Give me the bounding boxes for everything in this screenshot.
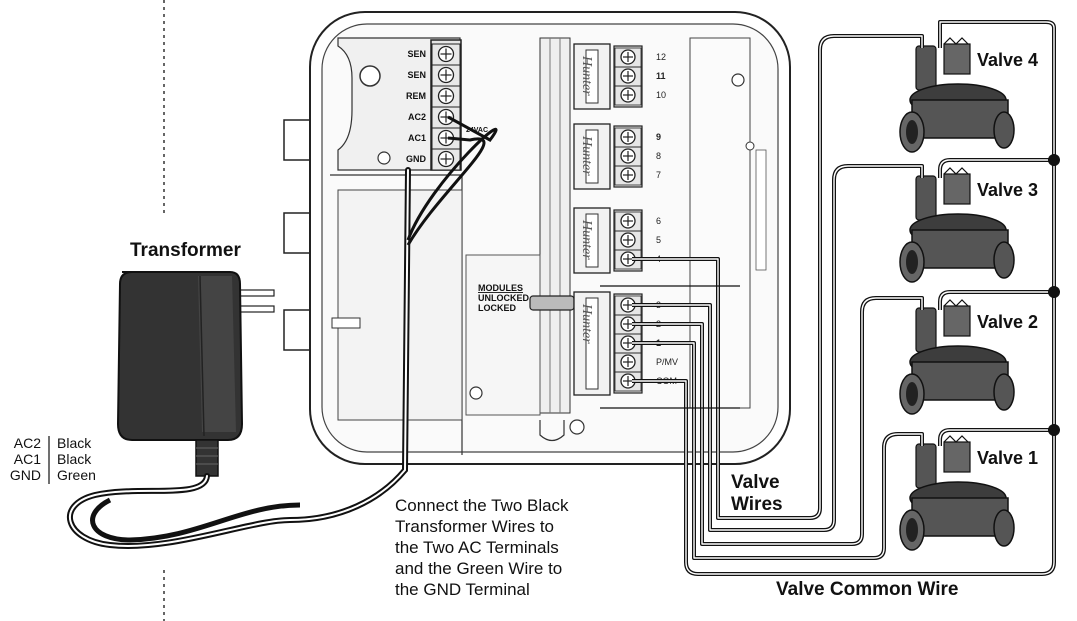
zone-label: 6 [656, 216, 661, 226]
instruction-line: Transformer Wires to [395, 517, 554, 536]
valve-label: Valve 3 [977, 180, 1038, 200]
module-brand: Hunter [579, 55, 594, 96]
flow-handle [943, 305, 971, 337]
valve: Valve 4 [899, 37, 1038, 153]
lower-bay [337, 189, 463, 421]
pipe-outlet [993, 373, 1015, 411]
zone-label: 8 [656, 151, 661, 161]
valve-body [911, 99, 1009, 139]
valve-wires-label-line1: Valve [731, 472, 780, 493]
legend-terminal: AC2 [14, 435, 41, 451]
zone-label: 9 [656, 132, 661, 142]
solenoid [915, 443, 937, 489]
valve-wires-label-line2: Wires [731, 494, 783, 515]
common-wire-label: Valve Common Wire [776, 579, 959, 600]
zone-module: Hunter 9 8 7 [573, 123, 661, 190]
transformer-title: Transformer [130, 240, 241, 261]
valve-label: Valve 4 [977, 50, 1038, 70]
module-brand: Hunter [579, 219, 594, 260]
valve-body [911, 229, 1009, 269]
instruction-line: Connect the Two Black [395, 496, 569, 515]
pipe-outlet [993, 241, 1015, 279]
legend-color: Green [57, 467, 96, 483]
valve-body [911, 497, 1009, 537]
solenoid [915, 175, 937, 221]
wire-junction-dot [1048, 286, 1060, 298]
zone-label: P/MV [656, 357, 678, 367]
screw-icon [731, 73, 745, 87]
terminal-label-ac2: AC2 [408, 112, 426, 122]
zone-label: 10 [656, 90, 666, 100]
cord-strain-relief [195, 439, 219, 477]
legend-color: Black [57, 435, 92, 451]
unlocked-label: UNLOCKED [478, 293, 529, 303]
valves: Valve 4 Valve 3 Valve 2 Valve 1 [899, 37, 1038, 551]
screw-icon [569, 419, 585, 435]
zone-label: 5 [656, 235, 661, 245]
module-brand: Hunter [579, 303, 594, 344]
instruction-line: the GND Terminal [395, 580, 530, 599]
screw-icon [745, 141, 755, 151]
flow-handle [943, 173, 971, 205]
field-wiring [600, 20, 1060, 576]
controller-housing [283, 11, 791, 465]
plug-prong [237, 289, 275, 297]
solenoid [915, 45, 937, 91]
wire-junction-dot [1048, 424, 1060, 436]
mount-screw-icon [377, 151, 391, 165]
wire-junction-dot [1048, 154, 1060, 166]
zone-module: Hunter 12 11 10 [573, 43, 666, 110]
lock-slider [529, 295, 575, 311]
terminal-label-gnd: GND [406, 154, 427, 164]
terminal-label-ac1: AC1 [408, 133, 426, 143]
pipe-outlet [993, 111, 1015, 149]
lead-ac2 [406, 115, 498, 241]
valve-body [911, 361, 1009, 401]
valve: Valve 3 [899, 167, 1038, 283]
transformer [66, 115, 498, 549]
pipe-outlet [993, 509, 1015, 547]
terminal-label-sen: SEN [407, 49, 426, 59]
modules-label: MODULES [478, 283, 523, 293]
valve-label: Valve 1 [977, 448, 1038, 468]
flow-handle [943, 43, 971, 75]
voltage-mark: 24VAC [466, 127, 488, 134]
module-rail [539, 37, 571, 414]
lead-ac1 [406, 136, 486, 246]
instruction-line: the Two AC Terminals [395, 538, 559, 557]
valve: Valve 1 [899, 435, 1038, 551]
module-brand: Hunter [579, 135, 594, 176]
instruction-line: and the Green Wire to [395, 559, 562, 578]
module-lock-labels: MODULES UNLOCKED LOCKED 24VAC [466, 127, 529, 313]
screw-icon [469, 386, 483, 400]
plug-prong [237, 305, 275, 313]
legend-color: Black [57, 451, 92, 467]
lower-bay-latch [331, 317, 361, 329]
solenoid [915, 307, 937, 353]
legend-terminal: GND [10, 467, 41, 483]
legend-terminal: AC1 [14, 451, 41, 467]
valve: Valve 2 [899, 299, 1038, 415]
terminal-label-rem: REM [406, 91, 426, 101]
zone-label: 7 [656, 170, 661, 180]
zone-label: 11 [656, 71, 666, 81]
valve-label: Valve 2 [977, 312, 1038, 332]
locked-label: LOCKED [478, 303, 517, 313]
terminal-label-sen: SEN [407, 70, 426, 80]
flow-handle [943, 441, 971, 473]
zone-label: 12 [656, 52, 666, 62]
mount-screw-icon [359, 65, 381, 87]
